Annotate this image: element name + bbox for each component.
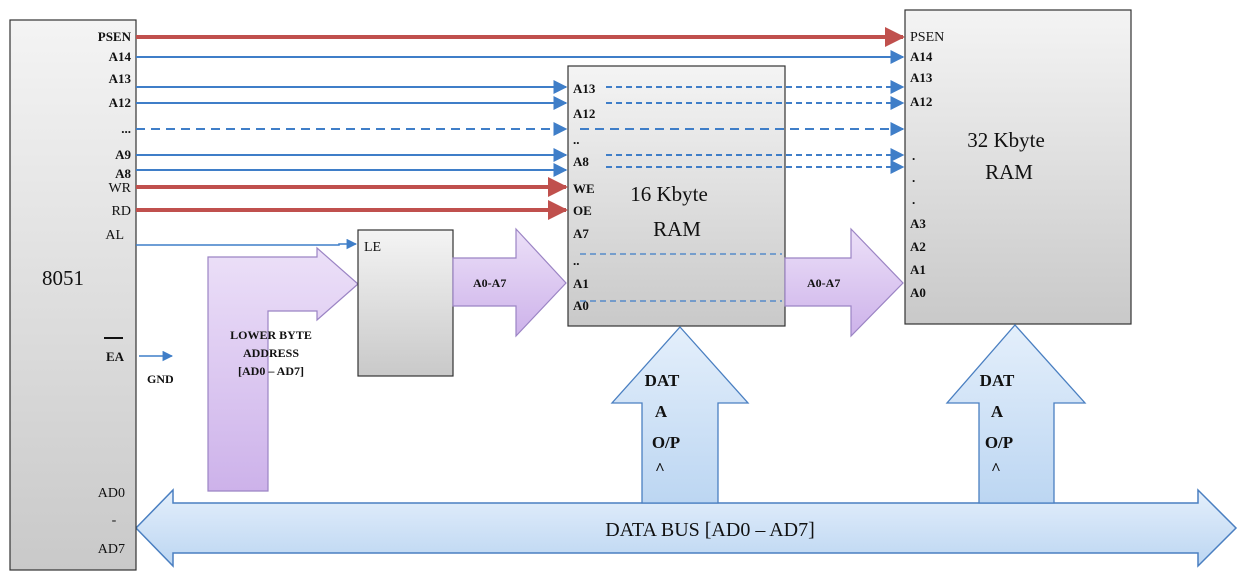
mcu-8051-pin-labels: PSEN A14 A13 A12 ... A9 A8 WR RD AL 8051… bbox=[42, 29, 132, 557]
ram-16k-pin-labels: A13 A12 .. A8 WE OE A7 .. A1 A0 bbox=[573, 81, 596, 313]
svg-text:A8: A8 bbox=[573, 154, 589, 169]
svg-text:A13: A13 bbox=[573, 81, 596, 96]
data-bus-arrow bbox=[134, 488, 1238, 568]
latch-le-label: LE bbox=[364, 240, 381, 255]
svg-text:O/P: O/P bbox=[652, 433, 680, 452]
mcu-pin-wr: WR bbox=[108, 181, 131, 196]
mcu-pin-al: AL bbox=[105, 228, 124, 243]
gnd-label: GND bbox=[147, 372, 174, 386]
svg-text:A7: A7 bbox=[573, 226, 589, 241]
svg-text:A14: A14 bbox=[910, 49, 933, 64]
latch-output-label: A0-A7 bbox=[473, 276, 506, 290]
mcu-pin-ea: EA bbox=[106, 349, 125, 364]
svg-text:ADDRESS: ADDRESS bbox=[243, 346, 299, 360]
svg-text:LOWER BYTE: LOWER BYTE bbox=[230, 328, 312, 342]
ram-32k-pin-labels: PSEN A14 A13 A12 . . . A3 A2 A1 A0 bbox=[910, 30, 944, 300]
ram-32k-data-label: DAT A O/P ^ bbox=[980, 371, 1015, 478]
mcu-pin-ad7: AD7 bbox=[98, 542, 125, 557]
mcu-pin-psen: PSEN bbox=[98, 29, 132, 44]
ram-16k-block bbox=[567, 65, 786, 327]
svg-text:A0: A0 bbox=[573, 298, 589, 313]
mcu-pin-a12: A12 bbox=[109, 95, 131, 110]
svg-text:OE: OE bbox=[573, 203, 592, 218]
svg-text:DAT: DAT bbox=[980, 371, 1015, 390]
svg-text:^: ^ bbox=[991, 459, 1001, 478]
mcu-pin-dots: ... bbox=[121, 121, 131, 136]
latch-block bbox=[357, 229, 454, 377]
mcu-pin-rd: RD bbox=[112, 204, 131, 219]
svg-text:A: A bbox=[991, 402, 1004, 421]
svg-text:.: . bbox=[912, 192, 915, 207]
svg-text:A1: A1 bbox=[910, 262, 926, 277]
lower-byte-label: LOWER BYTE ADDRESS [AD0 – AD7] bbox=[230, 328, 312, 378]
svg-text:A3: A3 bbox=[910, 216, 926, 231]
ram-32k-data-arrow bbox=[945, 324, 1087, 504]
svg-text:A13: A13 bbox=[910, 70, 933, 85]
svg-text:A1: A1 bbox=[573, 276, 589, 291]
mcu-pin-a9: A9 bbox=[115, 147, 131, 162]
mcu-name: 8051 bbox=[42, 266, 84, 290]
svg-text:[AD0 – AD7]: [AD0 – AD7] bbox=[238, 364, 304, 378]
ram-32k-block bbox=[904, 9, 1132, 325]
mcu-pin-a8: A8 bbox=[115, 166, 131, 181]
mcu-pin-dash: - bbox=[112, 513, 117, 528]
ram-32k-title: 32 Kbyte bbox=[967, 128, 1045, 152]
ram-16k-subtitle: RAM bbox=[653, 217, 701, 241]
svg-text:.: . bbox=[912, 170, 915, 185]
signal-lines bbox=[136, 27, 905, 362]
lower-byte-address-arrow bbox=[207, 246, 359, 492]
mcu-pin-a13: A13 bbox=[109, 71, 132, 86]
mcu-pin-ad0: AD0 bbox=[98, 486, 125, 501]
svg-text:A0: A0 bbox=[910, 285, 926, 300]
svg-text:..: .. bbox=[573, 132, 580, 147]
svg-text:WE: WE bbox=[573, 181, 595, 196]
svg-text:O/P: O/P bbox=[985, 433, 1013, 452]
ram-link-arrow bbox=[784, 227, 904, 338]
ram-16k-data-arrow bbox=[610, 326, 750, 504]
svg-text:A2: A2 bbox=[910, 239, 926, 254]
al-line bbox=[136, 238, 358, 250]
svg-text:A12: A12 bbox=[573, 106, 595, 121]
mcu-pin-a14: A14 bbox=[109, 49, 132, 64]
ram-16k-title: 16 Kbyte bbox=[630, 182, 708, 206]
svg-text:PSEN: PSEN bbox=[910, 30, 944, 45]
svg-text:A: A bbox=[655, 402, 668, 421]
svg-text:.: . bbox=[912, 148, 915, 163]
svg-text:DAT: DAT bbox=[645, 371, 680, 390]
ram-link-label: A0-A7 bbox=[807, 276, 840, 290]
data-bus-label: DATA BUS [AD0 – AD7] bbox=[605, 519, 815, 541]
svg-text:^: ^ bbox=[655, 459, 665, 478]
ram-16k-internal-lines bbox=[580, 253, 782, 302]
svg-text:A12: A12 bbox=[910, 94, 932, 109]
mcu-8051-block bbox=[9, 19, 137, 571]
latch-output-arrow bbox=[452, 227, 567, 338]
svg-text:..: .. bbox=[573, 253, 580, 268]
ram-32k-subtitle: RAM bbox=[985, 160, 1033, 184]
ram-16k-data-label: DAT A O/P ^ bbox=[645, 371, 680, 478]
